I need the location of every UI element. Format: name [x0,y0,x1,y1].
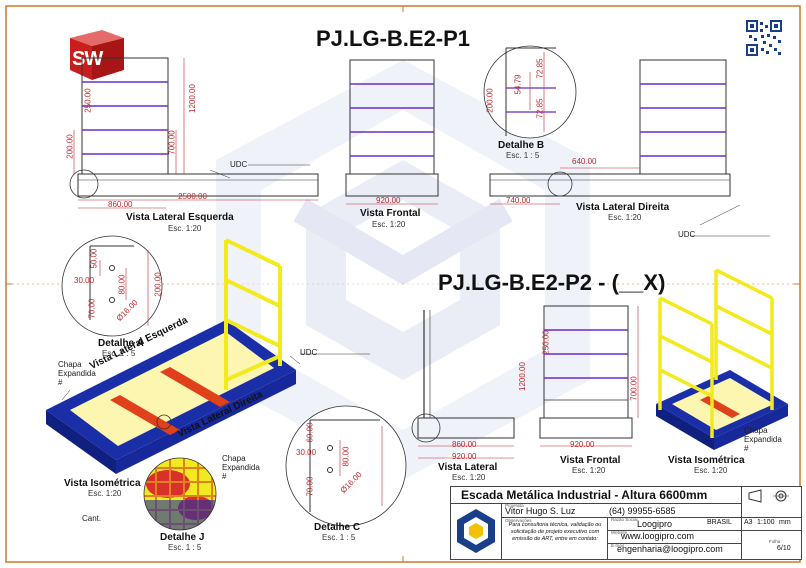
projetista-label: Projetista [505,503,524,508]
scale-detalhe-a: Esc. 1 : 5 [102,349,136,358]
scale-lateral-p2: Esc. 1:20 [452,473,486,482]
unidade: mm [779,519,791,526]
label-frontal-p2: Vista Frontal [560,455,621,466]
dim-a-50: 50.00 [89,248,99,269]
scale-isometrica-p2: Esc. 1:20 [694,466,728,475]
qr-code [746,20,782,56]
title-p1: PJ.LG-B.E2-P1 [316,26,471,51]
label-detalhe-c: Detalhe C [314,522,361,533]
scale-detalhe-b: Esc. 1 : 5 [506,151,540,160]
label-detalhe-j: Detalhe J [160,532,205,543]
dim-700: 700.00 [167,130,177,155]
escala: 1:100 [757,519,775,526]
isometric-p2 [656,268,788,450]
telefone: (64) 99955-6585 [609,506,676,516]
dim-250: 250.00 [83,88,93,113]
obs-text: Para consultoria técnica, validação ou s… [508,522,602,542]
label-detalhe-b: Detalhe B [498,140,545,151]
detail-a [61,235,163,337]
dim-920: 920.00 [376,196,401,205]
label-isometrica-p1: Vista Isométrica [64,478,141,489]
scale-frontal-p1: Esc. 1:20 [372,220,406,229]
note-udc-2: UDC [678,230,696,239]
dim-740: 740.00 [506,196,531,205]
lateral-view-p2 [411,310,515,459]
dim-a-70: 70.00 [87,298,97,319]
scale-lateral-esquerda: Esc. 1:20 [168,224,202,233]
site-label: Website [611,530,628,535]
loogipro-logo [451,503,502,559]
title-p2: PJ.LG-B.E2-P2 - (__X) [438,270,666,295]
dim-7285: 72.85 [535,58,545,79]
left-lateral-view [69,57,319,209]
scale-lateral-direita: Esc. 1:20 [608,213,642,222]
note-chapa-1: Chapa Expandida # [58,360,96,387]
dim-1200: 1200.00 [187,84,197,113]
dim-860: 860.00 [108,200,133,209]
dim-p2-700: 700.00 [629,376,639,401]
detail-j [143,457,217,531]
dim-p2-250: 250.00 [541,330,551,355]
projetista-name: Vitor Hugo S. Luz [505,506,576,516]
label-lateral-esquerda: Vista Lateral Esquerda [126,212,234,223]
scale-detalhe-j: Esc. 1 : 5 [168,543,202,552]
dim-640: 640.00 [572,157,597,166]
dim-5479: 54.79 [513,74,523,95]
label-detalhe-a: Detalhe A [98,338,144,349]
pais: BRASIL [707,519,732,526]
solidworks-logo: SW [62,24,128,82]
dim-p2-1200: 1200.00 [517,362,527,391]
dim-p2-920f: 920.00 [570,440,595,449]
dim-2500: 2500.00 [178,192,207,201]
email-label: E-mail [611,543,624,548]
label-frontal-p1: Vista Frontal [360,208,421,219]
projection-symbol-icon [748,489,789,503]
note-udc-3: UDC [300,348,318,357]
dim-p2-860: 860.00 [452,440,477,449]
dim-a-30: 30.00 [74,276,95,285]
title-block: Escada Metálica Industrial - Altura 6600… [450,486,802,560]
right-lateral-view [489,59,770,237]
folha: 6/10 [777,545,791,552]
dim-a-200: 200.00 [153,272,163,297]
note-chapa-3: Chapa Expandida # [744,426,782,453]
dim-p2-920: 920.00 [452,452,477,461]
website[interactable]: www.loogipro.com [621,531,695,541]
logo-text: SW [72,48,103,70]
detail-b [483,45,577,139]
dim-200: 200.00 [65,134,75,159]
dim-c-60: 60.00 [305,422,315,443]
dim-a-80: 80.00 [117,274,127,295]
dim-7285b: 72.85 [535,98,545,119]
formato: A3 [744,519,753,526]
front-view-p2 [539,305,639,447]
dim-c-70: 70.00 [305,476,315,497]
dim-c-80: 80.00 [341,446,351,467]
detail-c [285,405,407,527]
folha-label: Folha [769,539,781,544]
dim-200-detb: 200.00 [485,88,495,113]
note-chapa-2: Chapa Expandida # [222,454,260,481]
scale-isometrica-p1: Esc. 1:20 [88,489,122,498]
note-udc-1: UDC [230,160,248,169]
scale-frontal-p2: Esc. 1:20 [572,466,606,475]
title-block-title: Escada Metálica Industrial - Altura 6600… [461,488,708,502]
front-view-p1 [345,59,439,205]
label-lateral-p2: Vista Lateral [438,462,498,473]
note-cant: Cant. [82,514,102,523]
email[interactable]: engenharia@loogipro.com [617,544,723,554]
label-isometrica-p2: Vista Isométrica [668,455,745,466]
scale-detalhe-c: Esc. 1 : 5 [322,533,356,542]
obs-label: Observações [505,518,532,523]
label-lateral-direita: Vista Lateral Direita [576,202,670,213]
isometric-p1 [46,238,296,474]
empresa: Loogipro [637,519,673,529]
razao-label: Razão Social [611,517,638,522]
dim-c-30: 30.00 [296,448,317,457]
